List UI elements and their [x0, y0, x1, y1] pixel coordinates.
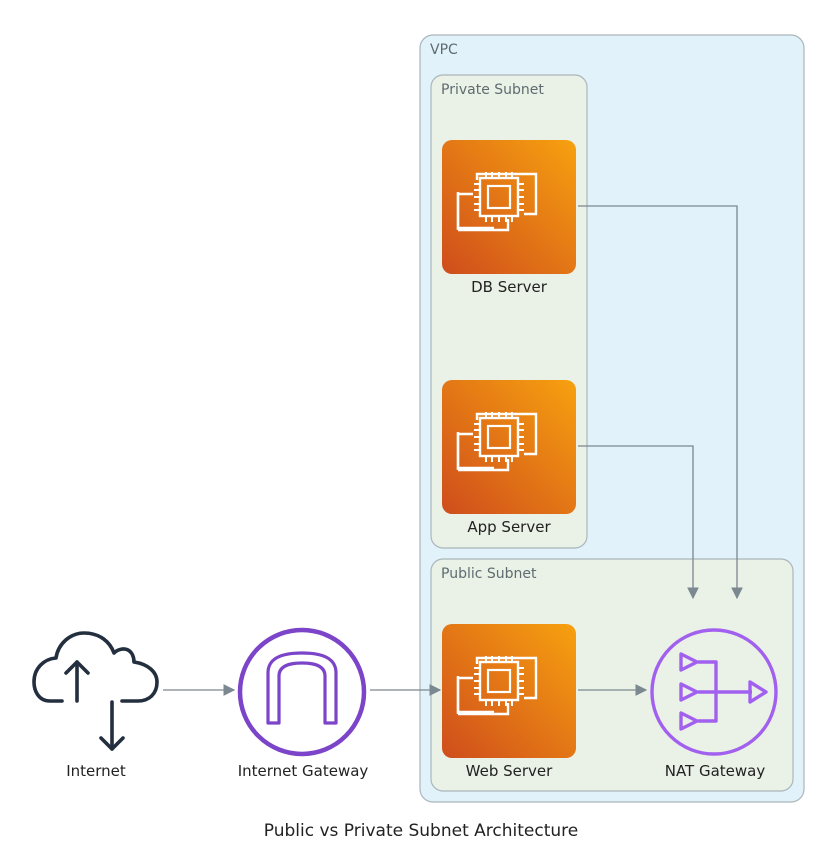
db-server-node: DB Server — [442, 140, 576, 296]
nat-gateway-node: NAT Gateway — [650, 628, 778, 780]
cloud-upload-download-icon — [32, 631, 159, 751]
web-server-node: Web Server — [442, 624, 576, 780]
ec2-instance-icon — [442, 380, 576, 514]
private-subnet-label: Private Subnet — [441, 82, 544, 98]
internet-gateway-label: Internet Gateway — [238, 762, 369, 780]
internet-gateway-node: Internet Gateway — [237, 627, 369, 780]
vpc-label: VPC — [430, 42, 458, 58]
edge-db-server-to-nat — [578, 205, 743, 600]
diagram-title: Public vs Private Subnet Architecture — [264, 821, 578, 841]
app-server-label: App Server — [467, 518, 551, 536]
ec2-instance-icon — [442, 624, 576, 758]
public-subnet-label: Public Subnet — [441, 566, 537, 582]
db-server-label: DB Server — [471, 278, 548, 296]
web-server-label: Web Server — [466, 762, 553, 780]
internet-gateway-icon — [237, 627, 367, 757]
nat-gateway-label: NAT Gateway — [665, 762, 766, 780]
nat-gateway-icon — [650, 628, 778, 756]
internet-label: Internet — [66, 762, 126, 780]
app-server-node: App Server — [442, 380, 576, 536]
edge-app-server-to-nat — [578, 445, 699, 600]
ec2-instance-icon — [442, 140, 576, 274]
internet-node: Internet — [32, 631, 159, 780]
